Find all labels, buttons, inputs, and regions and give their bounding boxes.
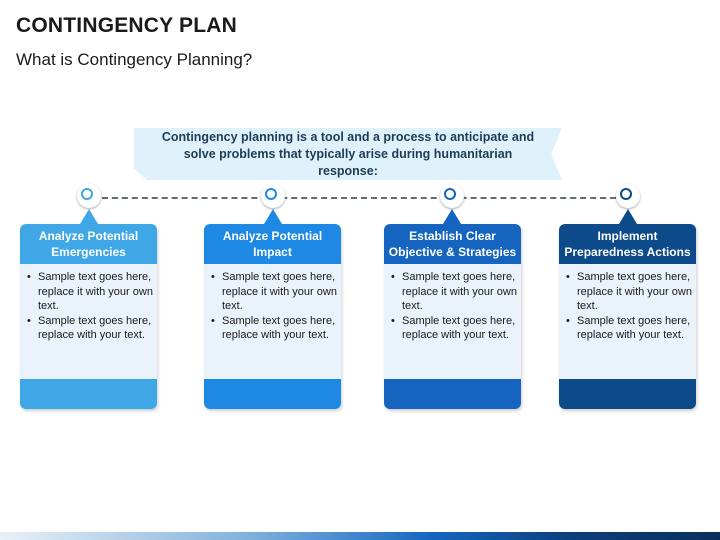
step-card-title: Analyze Potential Emergencies — [20, 224, 157, 264]
card-pointer-4 — [619, 209, 637, 224]
footer-gradient-bar — [0, 532, 720, 540]
bullet-item: Sample text goes here, replace with your… — [24, 314, 153, 343]
card-pointer-2 — [264, 209, 282, 224]
timeline-connector — [92, 197, 626, 199]
step-card-title: Analyze Potential Impact — [204, 224, 341, 264]
bullet-list: Sample text goes here, replace it with y… — [388, 270, 517, 343]
step-card-body: Sample text goes here, replace it with y… — [559, 264, 696, 379]
bullet-item: Sample text goes here, replace it with y… — [563, 270, 692, 314]
step-card-title: Establish Clear Objective & Strategies — [384, 224, 521, 264]
timeline-node-2 — [261, 184, 285, 208]
bullet-list: Sample text goes here, replace it with y… — [208, 270, 337, 343]
step-card-footer — [559, 379, 696, 409]
bullet-item: Sample text goes here, replace it with y… — [24, 270, 153, 314]
bullet-list: Sample text goes here, replace it with y… — [563, 270, 692, 343]
step-card-4: Implement Preparedness Actions Sample te… — [559, 224, 696, 409]
page-title: CONTINGENCY PLAN — [16, 14, 237, 37]
bullet-item: Sample text goes here, replace with your… — [208, 314, 337, 343]
card-pointer-1 — [80, 209, 98, 224]
bullet-item: Sample text goes here, replace it with y… — [388, 270, 517, 314]
bullet-item: Sample text goes here, replace with your… — [563, 314, 692, 343]
card-pointer-3 — [443, 209, 461, 224]
step-card-body: Sample text goes here, replace it with y… — [384, 264, 521, 379]
step-card-body: Sample text goes here, replace it with y… — [204, 264, 341, 379]
timeline-node-4 — [616, 184, 640, 208]
bullet-list: Sample text goes here, replace it with y… — [24, 270, 153, 343]
step-card-footer — [204, 379, 341, 409]
step-card-footer — [384, 379, 521, 409]
step-card-2: Analyze Potential Impact Sample text goe… — [204, 224, 341, 409]
timeline-node-3 — [440, 184, 464, 208]
step-card-title: Implement Preparedness Actions — [559, 224, 696, 264]
step-card-3: Establish Clear Objective & Strategies S… — [384, 224, 521, 409]
bullet-item: Sample text goes here, replace it with y… — [208, 270, 337, 314]
step-card-footer — [20, 379, 157, 409]
definition-banner: Contingency planning is a tool and a pro… — [134, 128, 562, 180]
page-subtitle: What is Contingency Planning? — [16, 50, 253, 69]
timeline-node-1 — [77, 184, 101, 208]
definition-text: Contingency planning is a tool and a pro… — [161, 129, 535, 178]
step-card-body: Sample text goes here, replace it with y… — [20, 264, 157, 379]
bullet-item: Sample text goes here, replace with your… — [388, 314, 517, 343]
step-card-1: Analyze Potential Emergencies Sample tex… — [20, 224, 157, 409]
